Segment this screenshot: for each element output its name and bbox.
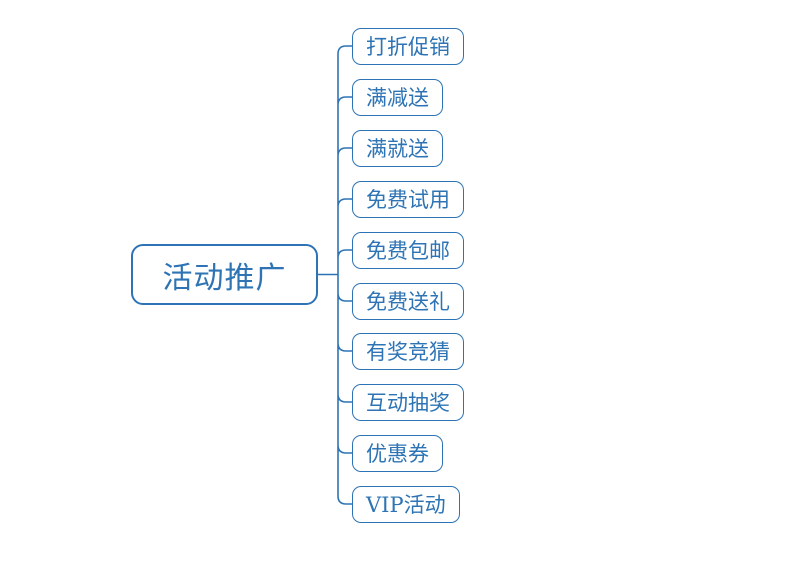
mindmap-node-8[interactable]: 互动抽奖	[352, 383, 464, 421]
mindmap-node-3[interactable]: 满就送	[352, 129, 443, 167]
mindmap-node-2[interactable]: 满减送	[352, 78, 443, 116]
mindmap-node-1[interactable]: 打折促销	[352, 27, 464, 65]
mindmap-node-6[interactable]: 免费送礼	[352, 282, 464, 320]
mindmap-node-5[interactable]: 免费包邮	[352, 231, 464, 269]
mindmap-node-9[interactable]: 优惠券	[352, 434, 443, 472]
mindmap-root-node[interactable]: 活动推广	[131, 244, 318, 305]
mindmap-node-4[interactable]: 免费试用	[352, 180, 464, 218]
mindmap-node-10[interactable]: VIP活动	[352, 485, 460, 523]
mindmap-node-7[interactable]: 有奖竞猜	[352, 332, 464, 370]
